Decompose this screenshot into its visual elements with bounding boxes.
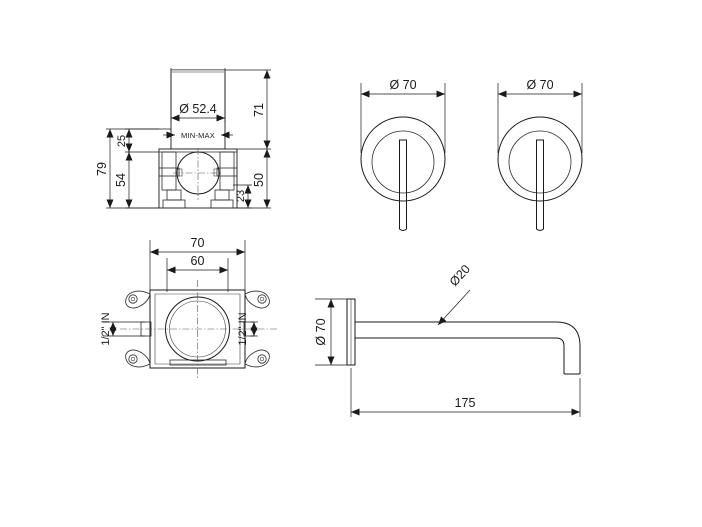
dimension-label-d25: 25 [116, 135, 128, 147]
dimension-spout-d20: Ø20 [437, 262, 473, 326]
dimension-h70-right: Ø 70 [497, 78, 583, 153]
dimension-minmax: MIN-MAX [163, 131, 233, 140]
view-handle-left: Ø 70 [360, 78, 446, 231]
dimension-label-d79: 79 [95, 162, 109, 176]
spout-tube [355, 321, 581, 375]
dimension-label-h70-left: Ø 70 [389, 78, 416, 92]
view-valve-body-plan: 70 60 1/2" IN 1/2" IN [100, 236, 278, 378]
dimension-label-d54: 54 [114, 173, 128, 187]
view-wall-spout: Ø 70 Ø20 175 [314, 262, 581, 417]
dimension-d25: 25 [116, 128, 171, 153]
handle-right-escutcheon [497, 116, 583, 202]
dimension-label-inlet-left: 1/2" IN [100, 312, 112, 345]
view-valve-body-front-elevation: Ø 52.4 MIN-MAX 71 50 23 [95, 68, 271, 209]
valve-body-block [158, 148, 238, 209]
dimension-inlet-right: 1/2" IN [237, 312, 258, 346]
dimension-label-inlet-right: 1/2" IN [237, 312, 249, 345]
handle-right-lever [536, 139, 544, 231]
dimension-label-minmax: MIN-MAX [181, 131, 215, 140]
dimension-label-d71: 71 [252, 103, 266, 117]
dimension-p70: 70 [149, 236, 246, 292]
dimension-label-d524: Ø 52.4 [179, 102, 217, 116]
dimension-d54: 54 [114, 152, 159, 209]
dimension-label-spout-d20: Ø20 [447, 262, 473, 289]
dimension-h70-left: Ø 70 [360, 78, 446, 153]
dimension-label-d50: 50 [252, 173, 266, 187]
handle-left-lever [399, 139, 407, 231]
dimension-label-p70: 70 [191, 236, 205, 250]
dimension-p60: 60 [166, 254, 229, 292]
dimension-d71: 71 [225, 69, 271, 150]
dimension-inlet-left: 1/2" IN [100, 312, 145, 346]
dimension-d23: 23 [233, 184, 252, 209]
valve-upper-cylinder [170, 69, 226, 150]
valve-plan-plate [120, 280, 278, 378]
mounting-ears [125, 290, 270, 368]
spout-wall-flange [346, 298, 356, 366]
dimension-d524: Ø 52.4 [170, 68, 226, 122]
dimension-label-spout-d70: Ø 70 [314, 318, 328, 345]
handle-left-escutcheon [360, 116, 446, 202]
dimension-label-spout-175: 175 [455, 396, 476, 410]
dimension-label-h70-right: Ø 70 [526, 78, 553, 92]
dimension-spout-flange-d70: Ø 70 [314, 298, 349, 366]
dimension-label-p60: 60 [191, 254, 205, 268]
dimension-label-d23: 23 [235, 190, 247, 202]
view-handle-right: Ø 70 [497, 78, 583, 231]
dimension-spout-175: 175 [350, 368, 581, 417]
